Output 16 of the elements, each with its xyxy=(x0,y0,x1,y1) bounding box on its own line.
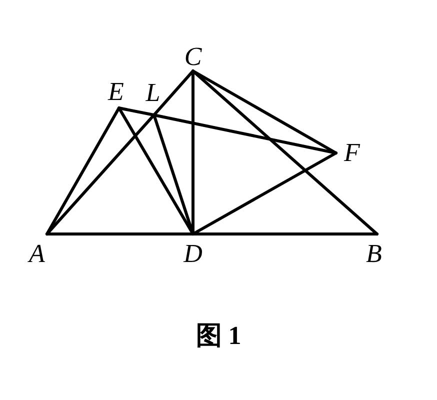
line-segment xyxy=(192,152,338,236)
point-label: D xyxy=(181,234,205,266)
figure-caption: 图 1 xyxy=(194,320,242,352)
point-label: E xyxy=(105,80,127,108)
point-label: C xyxy=(182,45,204,71)
line-segment xyxy=(46,232,194,236)
point-label: A xyxy=(25,234,49,266)
point-label: L xyxy=(142,81,164,115)
line-segment xyxy=(46,114,156,236)
point-label: B xyxy=(362,234,386,266)
point-label: F xyxy=(336,141,368,165)
line-segment xyxy=(192,232,378,236)
line-segment xyxy=(118,106,156,116)
line-segment xyxy=(152,70,194,116)
line-segment xyxy=(192,70,378,236)
line-segment xyxy=(118,106,194,236)
